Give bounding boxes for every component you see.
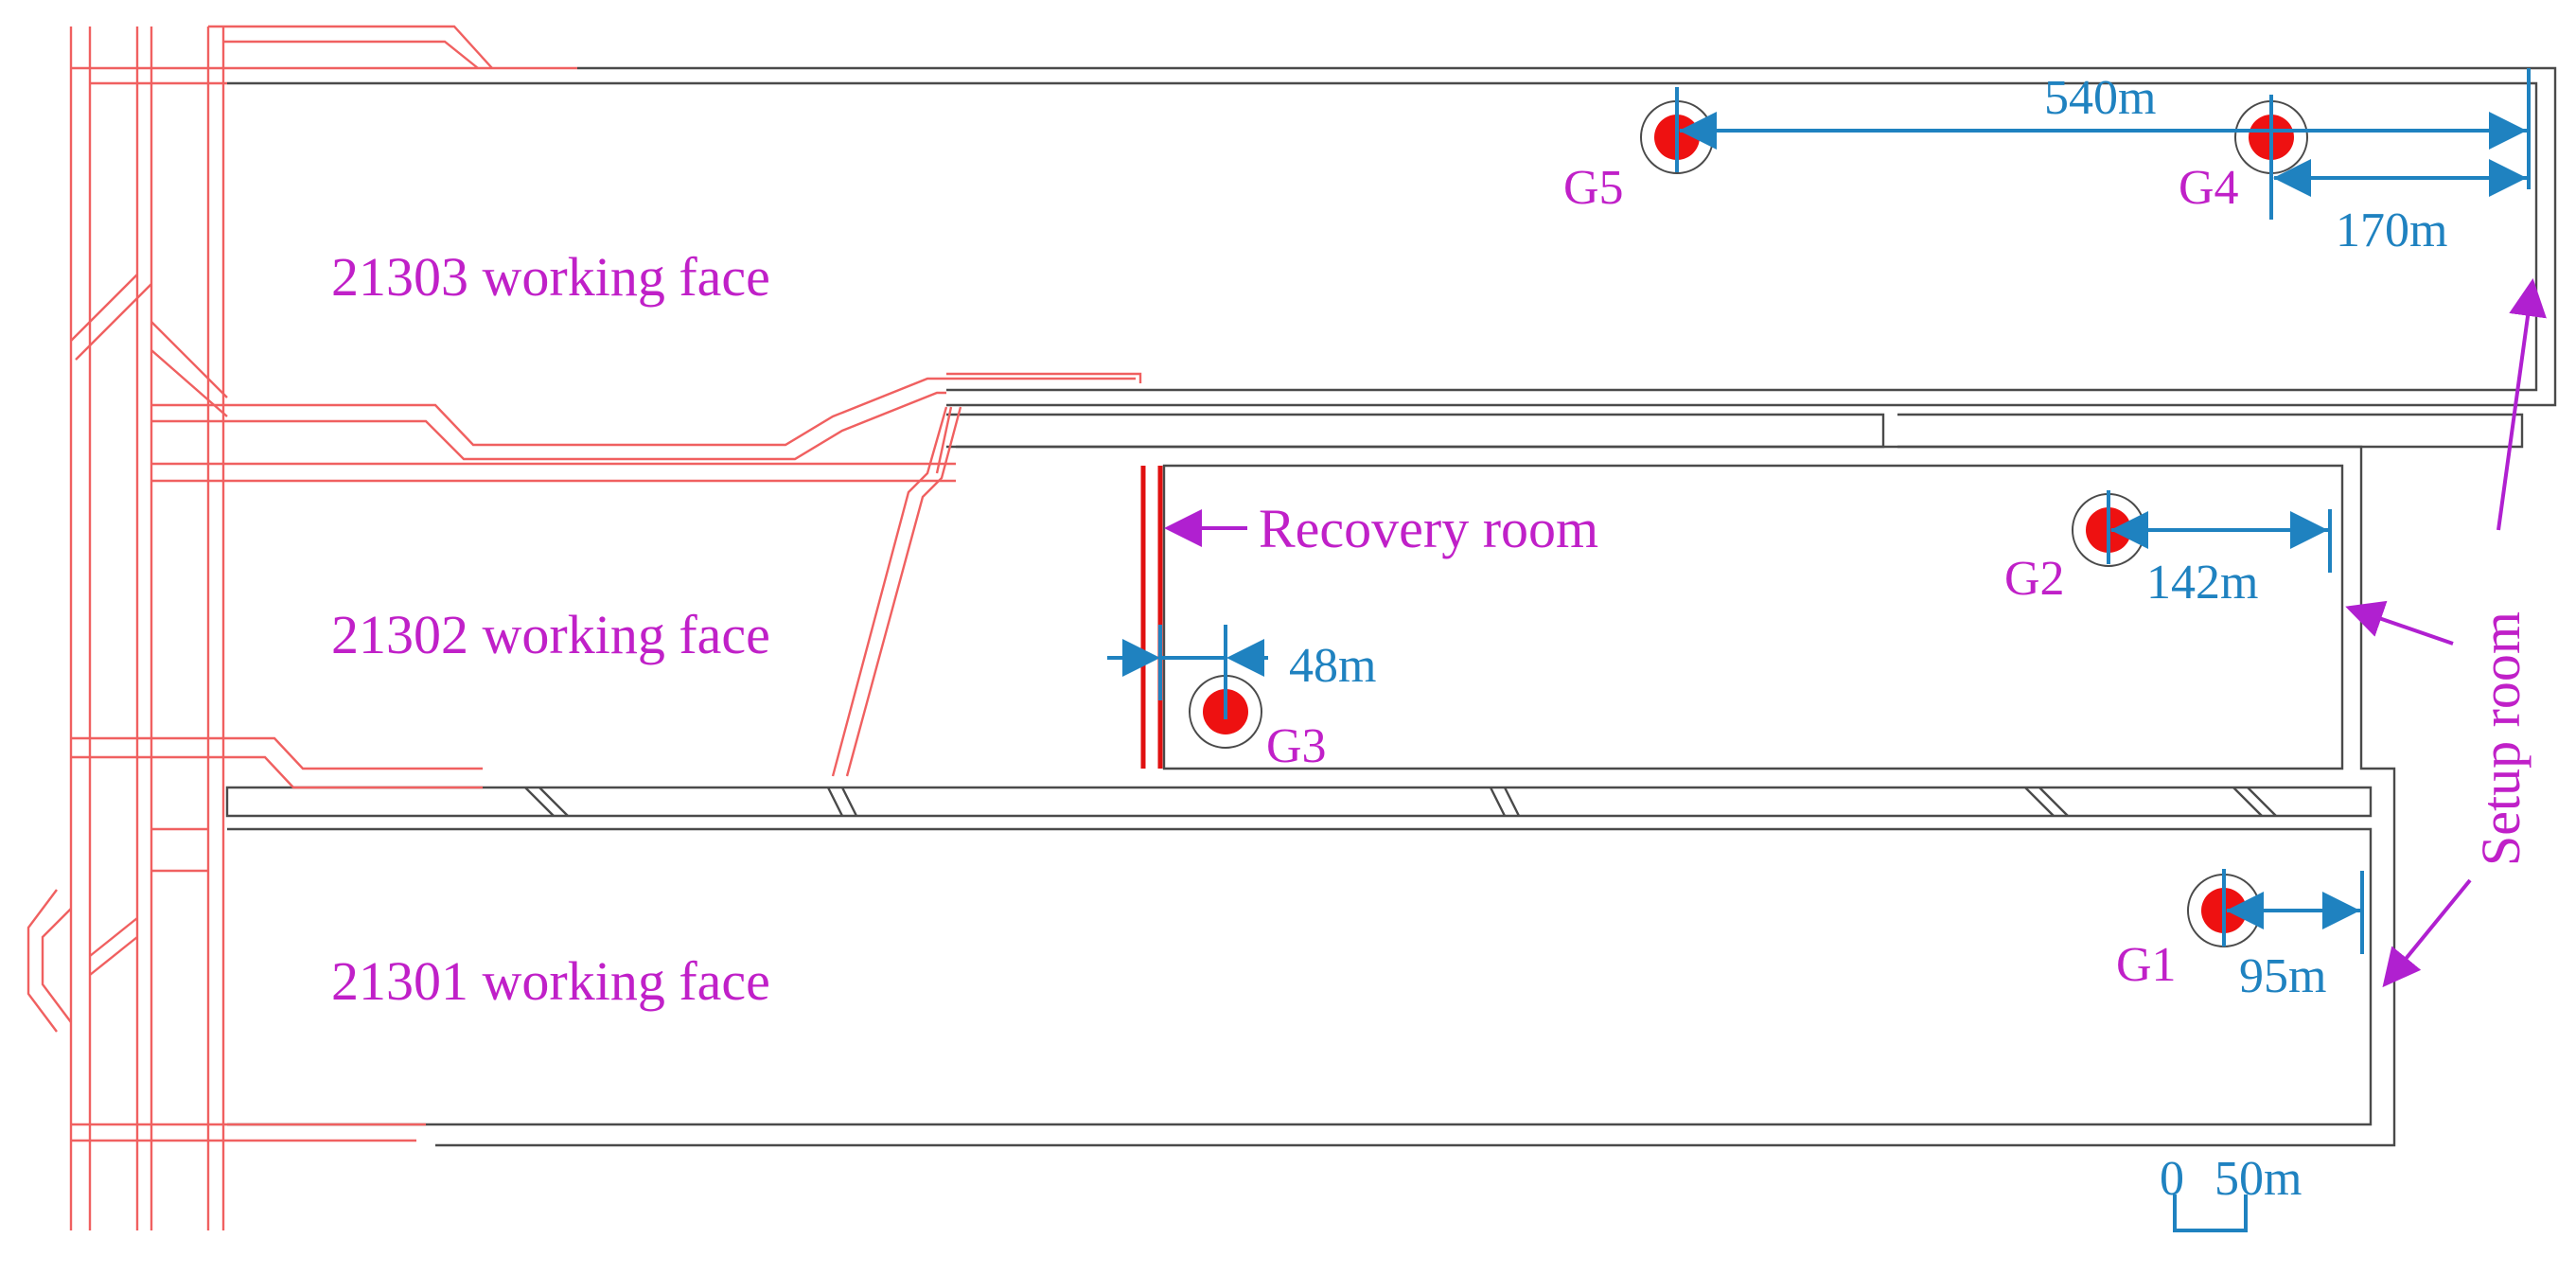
crosscut-gaps-2 [538,787,2277,817]
panel-21302-inner [1162,464,2344,770]
dimension-g5-540 [1675,68,2531,189]
old-roadways [26,25,1142,1230]
panel-21303-outer [577,66,2557,407]
scale-label-zero: 0 [2160,1152,2184,1206]
panel-21302-outer [435,445,2396,1147]
scale-bar [2173,1194,2248,1232]
face-label-21302: 21302 working face [331,604,770,665]
gateway-21302-21301 [225,786,2373,818]
distance-label-g1: 95m [2239,949,2326,1003]
face-label-21301: 21301 working face [331,950,770,1012]
distance-label-g5: 540m [2044,71,2156,125]
dimension-g4-170 [2269,95,2529,220]
distance-label-g3: 48m [1289,639,1376,693]
setup-room-arrows [2345,278,2547,988]
panel-21303-inner [227,81,2538,392]
face-label-21303: 21303 working face [331,246,770,308]
point-label-g2: G2 [2004,552,2065,606]
dimension-g3-48 [1107,625,1268,719]
dimension-g2-142 [2107,490,2332,573]
point-label-g3: G3 [1266,719,1327,773]
setup-room-label: Setup room [2470,611,2532,866]
panel-21301-inner [227,827,2373,1126]
distance-label-g2: 142m [2146,556,2258,610]
recovery-room-line [1140,466,1163,769]
scale-label-length: 50m [2214,1152,2302,1206]
recovery-room-label: Recovery room [1259,498,1598,559]
working-face-outlines [225,66,2557,1147]
point-label-g4: G4 [2179,161,2239,215]
dimension-g1-95 [2222,869,2364,954]
gateway-21303-21302 [946,413,2524,449]
crosscut-gaps [524,787,2263,817]
point-label-g5: G5 [1563,161,1624,215]
distance-label-g4: 170m [2336,203,2447,257]
point-label-g1: G1 [2116,938,2177,992]
